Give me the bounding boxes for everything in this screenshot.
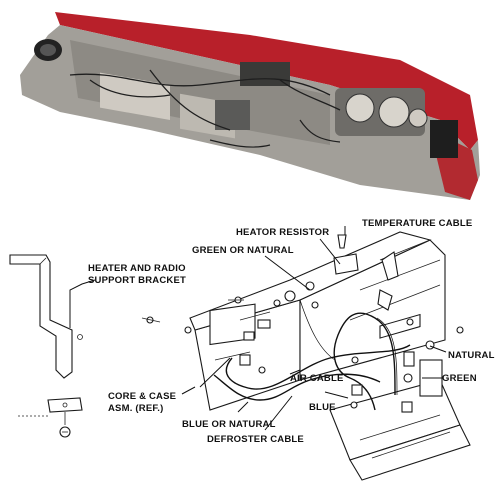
leader-lines (69, 226, 447, 431)
dash-gauge-cluster (335, 88, 428, 136)
label-temperature-cable: TEMPERATURE CABLE (362, 218, 472, 229)
label-natural: NATURAL (448, 350, 495, 361)
dash-component-mid (215, 100, 250, 130)
label-bracket-1: HEATER AND RADIO (88, 263, 186, 274)
control-head (329, 313, 471, 481)
label-core-case-1: CORE & CASE (108, 391, 176, 402)
label-core-case-2: ASM. (REF.) (108, 403, 164, 414)
dash-recess (70, 40, 330, 145)
exploded-diagram: HEATER AND RADIO SUPPORT BRACKET HEATOR … (9, 218, 495, 481)
label-heator-resistor: HEATOR RESISTOR (236, 227, 329, 238)
temperature-cable (333, 312, 396, 411)
label-air-cable: AIR CABLE (290, 373, 344, 384)
label-green: GREEN (442, 373, 477, 384)
fasteners (141, 234, 464, 413)
label-blue: BLUE (309, 402, 336, 413)
dashboard-photo (20, 12, 480, 200)
air-cable (225, 344, 411, 390)
defroster-cable (213, 373, 381, 401)
label-defroster-cable: DEFROSTER CABLE (207, 434, 304, 445)
dash-red-top (55, 12, 478, 150)
label-bracket-2: SUPPORT BRACKET (88, 275, 186, 286)
label-blue-or-natural: BLUE OR NATURAL (182, 419, 276, 430)
dash-component-right (430, 120, 458, 158)
dash-wiring (69, 69, 341, 131)
support-bracket (9, 254, 83, 438)
label-green-or-natural: GREEN OR NATURAL (192, 245, 294, 256)
